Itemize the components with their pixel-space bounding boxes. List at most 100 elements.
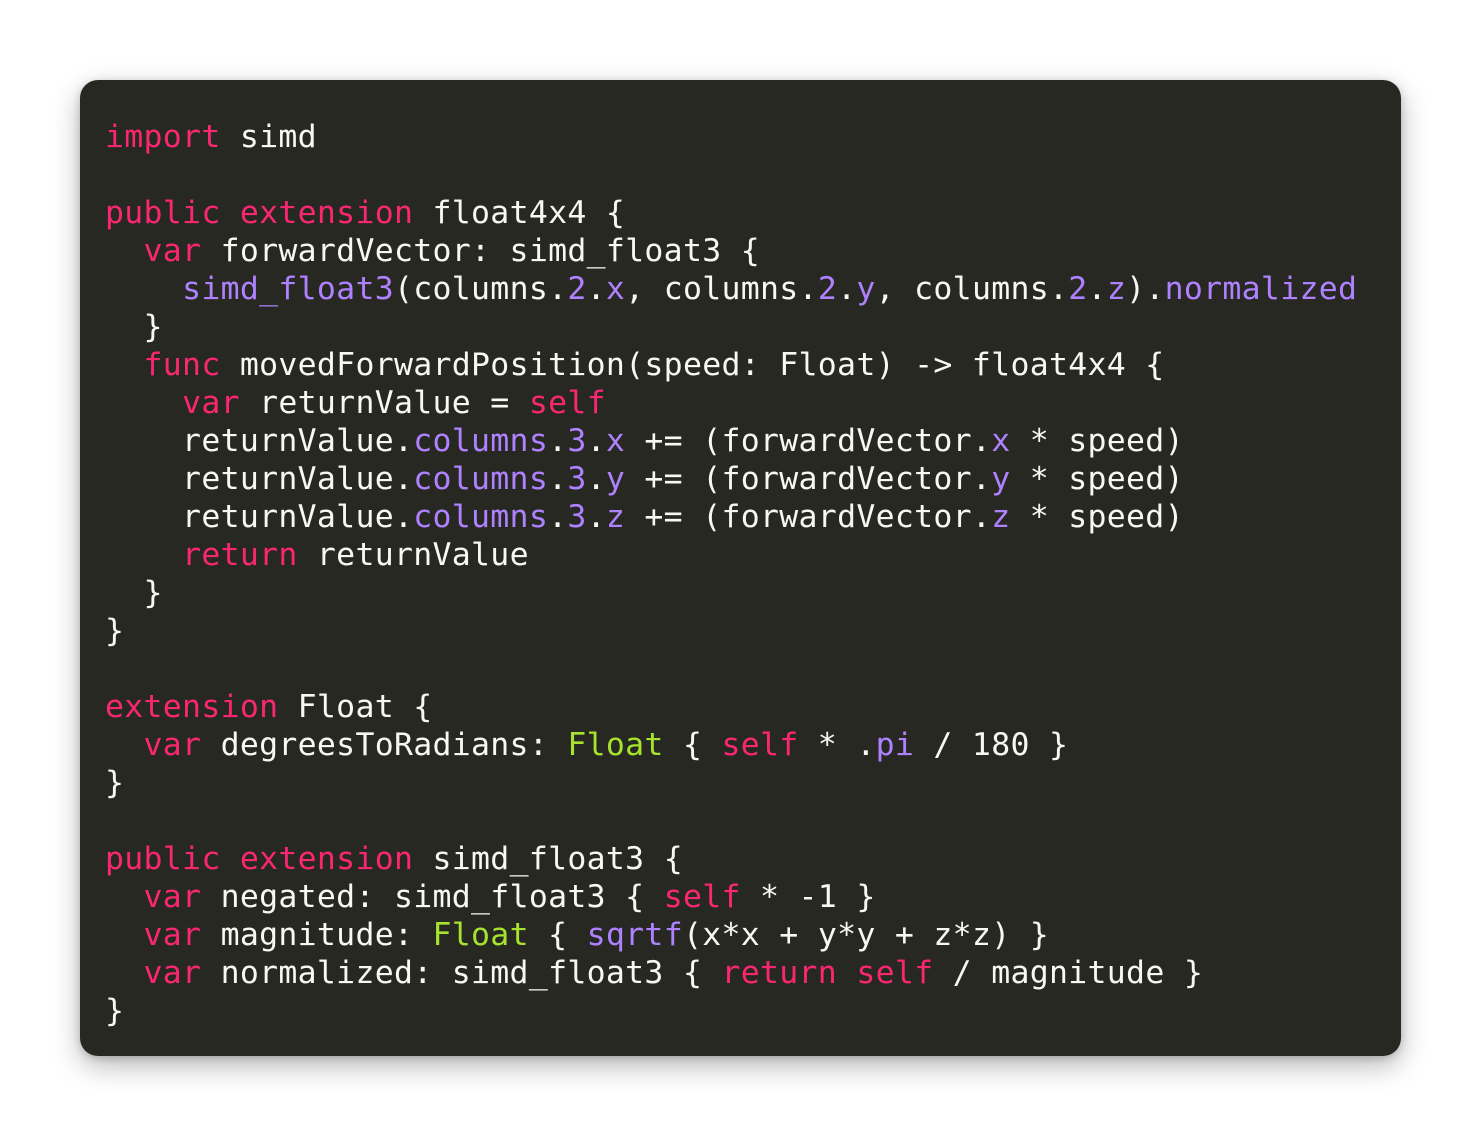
code-text: returnValue. — [105, 461, 414, 497]
code-text — [105, 955, 144, 991]
keyword-token: return — [721, 955, 838, 991]
code-text: returnValue. — [105, 423, 414, 459]
code-text: normalized: simd_float3 { — [201, 955, 722, 991]
code-text: . — [548, 461, 568, 497]
code-text: { — [528, 917, 587, 953]
keyword-token: extension — [105, 689, 279, 725]
code-text — [105, 233, 144, 269]
member-token: columns — [413, 423, 549, 459]
code-text: float4x4 { — [413, 195, 626, 231]
code-line — [105, 650, 1401, 688]
code-line: returnValue.columns.3.x += (forwardVecto… — [105, 422, 1401, 460]
member-token: z — [1106, 271, 1127, 307]
number-token: 2 — [567, 271, 587, 307]
keyword-token: public — [105, 841, 221, 877]
code-text: * . — [798, 727, 876, 763]
type-token: Float — [432, 917, 529, 953]
code-line: } — [105, 764, 1401, 802]
keyword-token: return — [182, 537, 298, 573]
code-text: . — [586, 499, 606, 535]
code-text: . — [548, 499, 568, 535]
number-token: 3 — [567, 499, 587, 535]
code-text: * -1 } — [740, 879, 876, 915]
keyword-token: var — [143, 955, 202, 991]
code-text: += (forwardVector. — [625, 499, 992, 535]
keyword-token: var — [143, 879, 202, 915]
code-text: . — [586, 423, 606, 459]
code-text: / 180 } — [914, 727, 1069, 763]
function-token: sqrtf — [586, 917, 683, 953]
code-text: Float { — [278, 689, 433, 725]
code-text — [221, 841, 240, 877]
code-text: } — [105, 993, 125, 1029]
code-line: public extension float4x4 { — [105, 194, 1401, 232]
code-text: . — [1087, 271, 1107, 307]
keyword-token: public — [105, 195, 221, 231]
keyword-token: var — [143, 917, 202, 953]
code-text: { — [663, 727, 722, 763]
member-token: z — [991, 499, 1011, 535]
code-text — [105, 879, 144, 915]
function-token: simd_float3 — [182, 271, 394, 307]
code-text: (x*x + y*y + z*z) } — [682, 917, 1049, 953]
code-text: movedForwardPosition(speed: Float) -> fl… — [220, 347, 1165, 383]
code-text: returnValue = — [239, 385, 529, 421]
number-token: 3 — [567, 461, 587, 497]
code-line: } — [105, 612, 1401, 650]
code-text: simd — [220, 119, 317, 155]
code-line — [105, 802, 1401, 840]
code-line: simd_float3(columns.2.x, columns.2.y, co… — [105, 270, 1401, 308]
code-block: import simd public extension float4x4 { … — [105, 118, 1401, 1030]
code-text: negated: simd_float3 { — [201, 879, 664, 915]
keyword-token: self — [721, 727, 799, 763]
code-text: += (forwardVector. — [625, 423, 992, 459]
code-line: public extension simd_float3 { — [105, 840, 1401, 878]
code-line: returnValue.columns.3.z += (forwardVecto… — [105, 498, 1401, 536]
code-text: } — [105, 765, 125, 801]
code-line: } — [105, 574, 1401, 612]
code-text — [221, 195, 240, 231]
code-text: forwardVector: simd_float3 { — [201, 233, 761, 269]
code-text: . — [586, 271, 606, 307]
keyword-token: extension — [239, 841, 414, 877]
keyword-token: var — [143, 727, 202, 763]
keyword-token: self — [528, 385, 606, 421]
code-line: var normalized: simd_float3 { return sel… — [105, 954, 1401, 992]
code-text: , columns. — [625, 271, 818, 307]
code-line: var degreesToRadians: Float { self * .pi… — [105, 726, 1401, 764]
member-token: y — [991, 461, 1011, 497]
keyword-token: func — [143, 347, 221, 383]
code-text: } — [105, 575, 163, 611]
code-text: . — [548, 423, 568, 459]
code-text — [105, 917, 144, 953]
code-line — [105, 156, 1401, 194]
number-token: 2 — [1068, 271, 1088, 307]
number-token: 3 — [567, 423, 587, 459]
member-token: columns — [413, 499, 549, 535]
code-line: var magnitude: Float { sqrtf(x*x + y*y +… — [105, 916, 1401, 954]
code-line: var negated: simd_float3 { self * -1 } — [105, 878, 1401, 916]
member-token: columns — [413, 461, 549, 497]
code-line: } — [105, 992, 1401, 1030]
code-text: returnValue — [297, 537, 529, 573]
code-text: * speed) — [1010, 461, 1184, 497]
code-line: var forwardVector: simd_float3 { — [105, 232, 1401, 270]
code-text — [105, 537, 182, 573]
code-window: import simd public extension float4x4 { … — [80, 80, 1401, 1056]
code-line: import simd — [105, 118, 1401, 156]
code-text — [105, 727, 144, 763]
code-text: } — [105, 613, 125, 649]
code-text: . — [837, 271, 857, 307]
code-text: magnitude: — [201, 917, 433, 953]
code-text — [105, 271, 182, 307]
number-token: 2 — [817, 271, 838, 307]
code-text — [105, 385, 182, 421]
code-line: returnValue.columns.3.y += (forwardVecto… — [105, 460, 1401, 498]
type-token: Float — [567, 727, 664, 763]
keyword-token: import — [105, 119, 221, 155]
keyword-token: var — [143, 233, 202, 269]
member-token: x — [605, 423, 626, 459]
code-line: } — [105, 308, 1401, 346]
code-line: return returnValue — [105, 536, 1401, 574]
member-token: y — [856, 271, 876, 307]
